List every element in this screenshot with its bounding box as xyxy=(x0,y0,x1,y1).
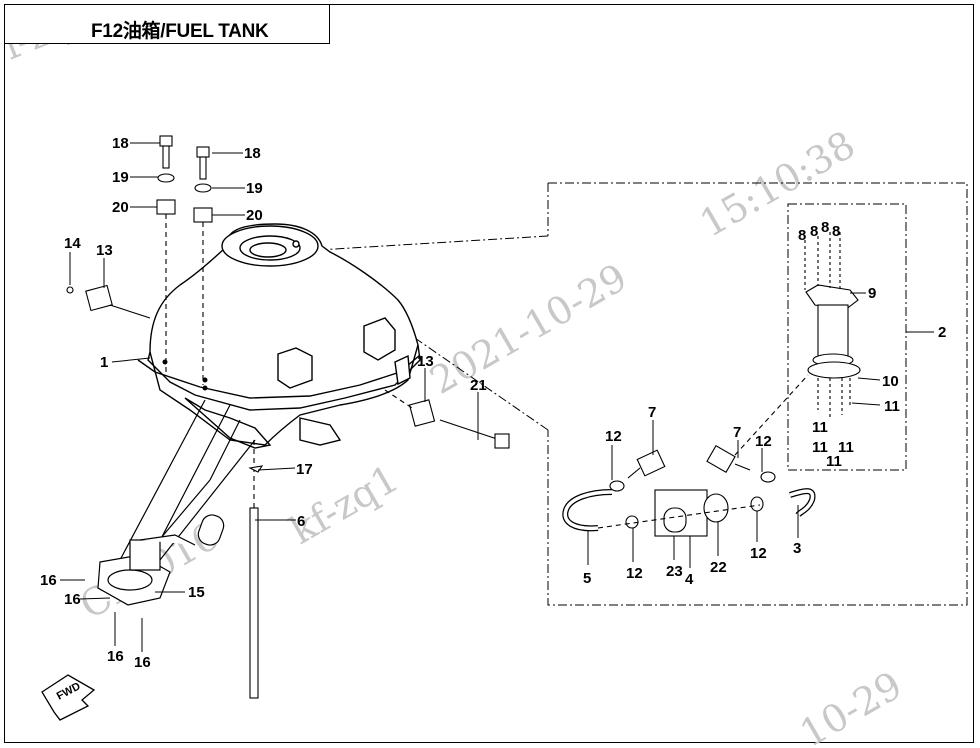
callout-16: 16 xyxy=(64,591,81,608)
breather-hose xyxy=(248,440,264,699)
fuel-tank xyxy=(137,223,421,449)
callout-11: 11 xyxy=(838,439,854,456)
fuel-pump-assembly xyxy=(97,399,256,606)
callout-6: 6 xyxy=(297,513,305,530)
callout-7: 7 xyxy=(648,404,656,421)
callout-21: 21 xyxy=(470,377,487,394)
callout-14: 14 xyxy=(64,235,81,252)
callout-8: 8 xyxy=(832,223,840,240)
callout-19: 19 xyxy=(246,180,263,197)
callout-11: 11 xyxy=(812,419,828,436)
callout-16: 16 xyxy=(134,654,151,671)
callout-16: 16 xyxy=(40,572,57,589)
callout-12: 12 xyxy=(755,433,772,450)
callout-23: 23 xyxy=(666,563,683,580)
callout-19: 19 xyxy=(112,169,129,186)
title-block: F12油箱/FUEL TANK xyxy=(4,4,330,44)
callout-7: 7 xyxy=(733,424,741,441)
callout-18: 18 xyxy=(244,145,261,162)
fuel-pump-detail-box xyxy=(304,182,968,606)
callout-15: 15 xyxy=(188,584,205,601)
callout-18: 18 xyxy=(112,135,129,152)
fwd-arrow: FWD xyxy=(41,674,96,721)
callout-11: 11 xyxy=(884,398,900,415)
watermark-date: 2021-10-29 xyxy=(423,255,635,403)
mount-hardware xyxy=(66,135,510,449)
callouts: 18 19 20 18 19 20 14 13 1 13 21 17 6 16 … xyxy=(40,135,946,671)
callout-12: 12 xyxy=(605,428,622,445)
callout-8: 8 xyxy=(810,223,818,240)
callout-4: 4 xyxy=(685,571,694,588)
drawing-frame xyxy=(4,4,974,743)
callout-5: 5 xyxy=(583,570,591,587)
callout-9: 9 xyxy=(868,285,876,302)
callout-22: 22 xyxy=(710,559,727,576)
callout-1: 1 xyxy=(100,354,108,371)
callout-20: 20 xyxy=(112,199,129,216)
leader-lines xyxy=(60,142,881,652)
watermark: f-zq 2021-10-29 15:10:38 kf-zq1 CF0016 1… xyxy=(0,1,909,748)
callout-13: 13 xyxy=(96,242,113,259)
callout-13: 13 xyxy=(417,353,434,370)
callout-16: 16 xyxy=(107,648,124,665)
callout-12: 12 xyxy=(750,545,767,562)
fuel-pump-unit xyxy=(734,232,861,456)
callout-10: 10 xyxy=(882,373,899,390)
callout-11: 11 xyxy=(812,439,828,456)
callout-12: 12 xyxy=(626,565,643,582)
callout-3: 3 xyxy=(793,540,801,557)
watermark-bottom-right: 10-29 xyxy=(793,663,910,748)
callout-20: 20 xyxy=(246,207,263,224)
callout-2: 2 xyxy=(938,324,946,341)
callout-8: 8 xyxy=(821,219,829,236)
page-title: F12油箱/FUEL TANK xyxy=(91,21,269,42)
fuel-hose-parts xyxy=(562,444,816,537)
callout-11: 11 xyxy=(826,453,842,470)
callout-8: 8 xyxy=(798,227,806,244)
callout-17: 17 xyxy=(296,461,313,478)
